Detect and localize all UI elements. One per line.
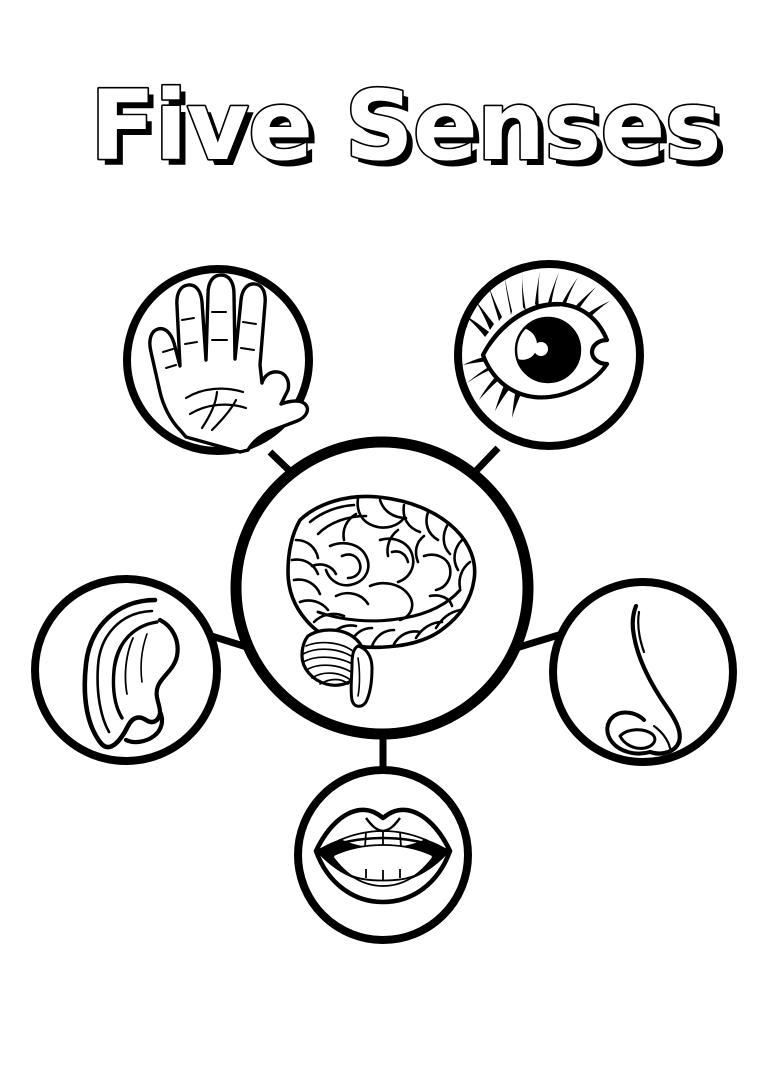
palm-crease-1 [184,387,245,400]
brain-stem [349,644,374,708]
node-brain-hub[interactable] [230,436,534,740]
node-taste[interactable] [294,766,472,944]
ear-helix-inner [96,609,154,734]
ear-fold-1 [112,645,123,703]
eye-icon [463,271,610,418]
palm-crease-4 [210,398,238,432]
node-hearing[interactable] [31,575,221,765]
mouth-lip-line [315,836,451,853]
eye-upper-crease [487,303,561,347]
mouth-corner-left [316,845,336,858]
nose-nostril [618,728,657,750]
ear-fold-3 [140,633,148,683]
node-touch[interactable] [123,265,313,455]
ear-concha [154,617,180,715]
hand-icon [148,273,310,454]
nose-bridge-highlight [637,610,646,654]
brain-cerebrum-outline [286,494,477,650]
mouth-cupids-bow [365,817,401,833]
nose-icon [605,603,682,756]
palm-crease-3 [200,390,219,430]
brain-stem-line [357,657,361,697]
brain-sulci [290,496,472,648]
page-title-shadow: Five Senses [96,76,727,188]
nose-bridge [630,603,682,756]
eyelashes [463,271,610,418]
page-title: Five Senses Five Senses [88,68,727,188]
mouth-icon [313,807,453,905]
knuckle-tick-3 [181,317,195,321]
ear-fold-2 [124,637,134,695]
connector-hub-to-smell [514,630,564,652]
knuckle-tick-4 [184,341,198,345]
brain-lateral-fissure [316,588,462,623]
nose-ala [605,710,652,756]
brain-icon [286,494,477,708]
knuckle-tick-1 [162,348,174,353]
eye-pupil [518,318,580,382]
lower-teeth-gaps [351,869,415,882]
knuckle-tick-8 [240,347,255,351]
knuckle-tick-2 [165,364,177,369]
palm-crease-2 [188,403,248,416]
node-sight[interactable] [454,260,644,450]
knuckle-tick-7 [242,321,257,325]
nose-alar-crease [652,724,672,750]
ear-icon [82,597,180,750]
node-smell[interactable] [549,578,737,766]
ear-lobe [123,709,165,745]
page-title-text: Five Senses [90,70,721,182]
smell-circle-outline[interactable] [549,578,737,766]
eye-highlight [534,342,548,356]
ear-helix [82,597,163,750]
mouth-corner-right [430,845,450,858]
